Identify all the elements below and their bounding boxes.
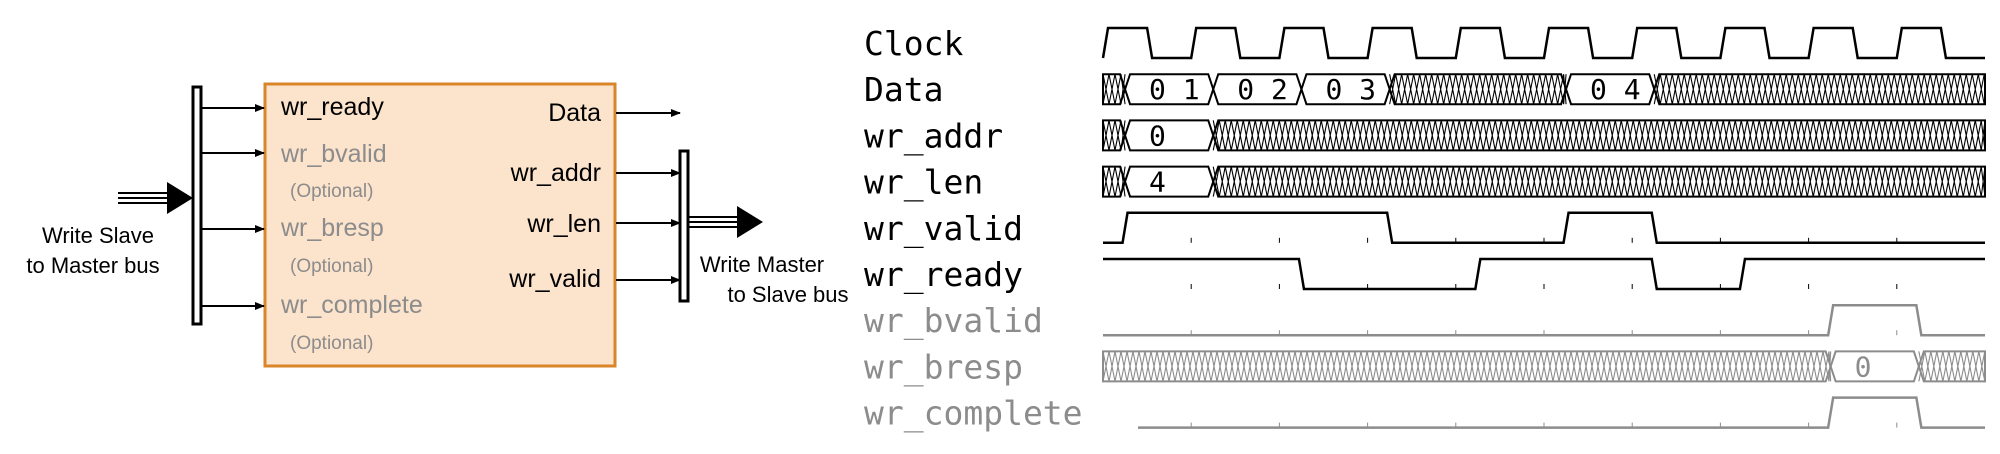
input-note-wr-bresp: (Optional) [290, 256, 373, 277]
wr-complete-waveform [1138, 396, 1985, 429]
data-dontcare-segment [1653, 73, 1986, 106]
signal-label-wr-valid: wr_valid [864, 209, 1023, 249]
wr-addr-dontcare-hatch [1102, 120, 1126, 151]
signal-label-wr-bvalid: wr_bvalid [864, 301, 1043, 341]
wr-bresp-dontcare-segment [1917, 350, 1986, 383]
data-value-label: 0 1 [1149, 73, 1200, 106]
input-label-wr-bvalid: wr_bvalid [280, 140, 387, 168]
input-note-wr-complete: (Optional) [290, 333, 373, 354]
output-label-wr-len: wr_len [526, 210, 601, 238]
right-bus-label-line1: Write Master [700, 252, 824, 277]
wr-addr-value-segment [1123, 119, 1215, 152]
left-bus-label-line1: Write Slave [42, 223, 154, 248]
input-note-wr-bvalid: (Optional) [290, 181, 373, 202]
signal-label-wr-bresp: wr_bresp [864, 347, 1023, 387]
module-block [263, 82, 617, 368]
signal-label-clock: Clock [864, 24, 963, 63]
wr-bresp-dontcare-hatch [1918, 351, 1986, 382]
wr-bvalid-waveform [1103, 303, 1985, 337]
wr-valid-waveform [1103, 211, 1985, 245]
data-value-label: 0 2 [1237, 73, 1288, 106]
wr-addr-dontcare-hatch [1212, 120, 1986, 151]
output-label-wr-addr: wr_addr [510, 159, 601, 187]
data-value-label: 0 3 [1325, 73, 1376, 106]
left-bus-bar [191, 85, 203, 326]
data-dontcare-hatch [1102, 74, 1126, 105]
signal-label-wr-complete: wr_complete [864, 394, 1083, 434]
wr-addr-value-label: 0 [1149, 119, 1166, 152]
wr-bresp-dontcare-hatch [1102, 351, 1832, 382]
input-label-wr-complete: wr_complete [280, 291, 423, 319]
wr-len-value-label: 4 [1149, 166, 1166, 199]
input-label-wr-ready: wr_ready [280, 93, 384, 121]
wr-len-dontcare-hatch [1102, 166, 1126, 197]
signal-label-wr-len: wr_len [864, 163, 983, 203]
clock-waveform [1101, 26, 1985, 60]
output-label-wr-valid: wr_valid [508, 265, 601, 293]
signal-label-wr-addr: wr_addr [864, 116, 1003, 156]
signal-label-wr-ready: wr_ready [864, 255, 1023, 295]
right-bus-output-arrow [688, 206, 763, 238]
wr-len-dontcare-hatch [1212, 166, 1986, 197]
wr-ready-waveform [1103, 257, 1985, 291]
data-value-label: 0 4 [1590, 73, 1641, 106]
wr-len-value-segment [1123, 165, 1215, 198]
wr-len-dontcare-segment [1212, 165, 1986, 198]
wr-bresp-value-label: 0 [1855, 350, 1872, 383]
data-dontcare-hatch [1653, 74, 1985, 105]
right-bus-bar [678, 149, 690, 303]
signal-label-data: Data [864, 70, 943, 109]
block-diagram: Write Slave to Master bus wr_ready wr_bv… [26, 82, 849, 368]
left-bus-input-arrow [118, 182, 193, 214]
input-label-wr-bresp: wr_bresp [280, 214, 384, 242]
wr-bresp-value-segment [1829, 350, 1920, 383]
left-bus-label-line2: to Master bus [26, 253, 159, 278]
right-bus-label-line2: to Slave bus [727, 282, 848, 307]
data-dontcare-hatch [1389, 74, 1567, 105]
output-label-data: Data [548, 99, 601, 127]
wr-addr-dontcare-segment [1212, 119, 1986, 152]
